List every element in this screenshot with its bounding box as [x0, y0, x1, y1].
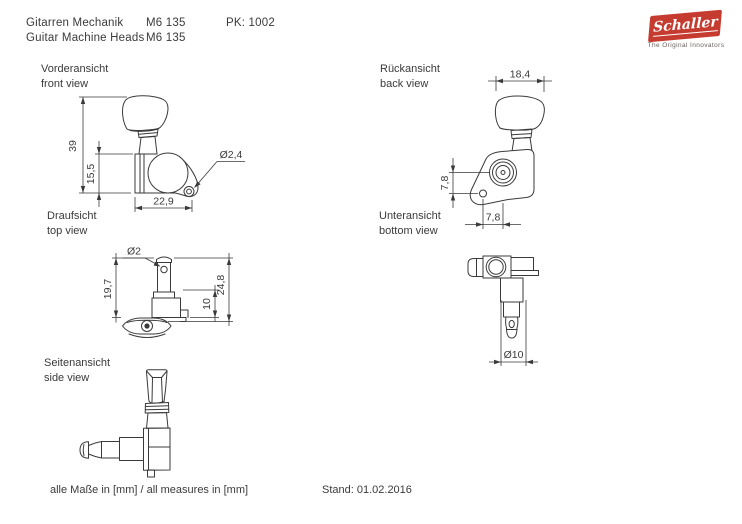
top-string-post: [156, 256, 172, 263]
front-shaft: [137, 128, 159, 138]
bottom-mounting-ear: [467, 258, 484, 277]
title-product-en: Guitar Machine Heads: [26, 32, 145, 44]
front-dim-screw-hole-value: Ø2,4: [220, 149, 243, 161]
bottom-string-hole: [508, 319, 515, 329]
label-back-view: Rückansicht back view: [380, 62, 440, 92]
front-gear-cover: [147, 152, 189, 194]
top-dim-string-hole: Ø2: [123, 246, 161, 267]
front-dim-housing-height-value: 15,5: [85, 164, 97, 185]
bottom-dim-bushing-value: Ø10: [504, 349, 524, 361]
label-top-de: Draufsicht: [47, 210, 97, 222]
label-back-de: Rückansicht: [380, 63, 440, 75]
side-button: [145, 369, 168, 404]
front-dim-housing-height: 15,5: [85, 141, 133, 207]
top-view-drawing: Ø2 19,7 10: [102, 246, 233, 338]
bottom-view-drawing: Ø10: [467, 255, 539, 366]
bottom-bushing: [500, 277, 524, 303]
side-string-post: [119, 437, 144, 461]
front-button-outline: [122, 95, 169, 131]
label-bottom-en: bottom view: [379, 225, 438, 237]
label-side-en: side view: [44, 372, 90, 384]
top-dim-housing-depth-value: 10: [201, 298, 213, 310]
label-side-view: Seitenansicht side view: [44, 356, 110, 386]
bottom-bearing-boss: [485, 256, 507, 278]
top-housing: [151, 297, 181, 318]
label-back-en: back view: [380, 78, 429, 90]
logo-tagline: The Original Innovators: [647, 42, 725, 49]
back-dim-button-width: 18,4: [488, 69, 552, 92]
side-housing: [143, 427, 171, 471]
top-string-hole: [160, 265, 168, 274]
front-dim-width-value: 22,9: [153, 196, 174, 208]
label-bottom-view: Unteransicht bottom view: [379, 209, 441, 239]
label-top-en: top view: [47, 225, 88, 237]
label-front-en: front view: [41, 78, 89, 90]
back-screw-hole: [479, 189, 487, 198]
top-dim-total-depth-value: 24,8: [215, 275, 227, 296]
label-side-de: Seitenansicht: [44, 357, 111, 369]
label-top-view: Draufsicht top view: [47, 209, 97, 239]
back-dim-button-width-value: 18,4: [510, 69, 531, 81]
front-dim-width: 22,9: [134, 196, 193, 212]
side-view-drawing: [79, 369, 171, 478]
back-dim-horizontal-offset-value: 7,8: [486, 212, 501, 224]
units-note: alle Maße in [mm] / all measures in [mm]: [50, 484, 249, 496]
title-pk-number: PK: 1002: [226, 17, 275, 29]
front-screw-hole: [183, 186, 195, 197]
label-bottom-de: Unteransicht: [379, 210, 441, 222]
bottom-dim-bushing: Ø10: [489, 300, 538, 366]
front-view-drawing: 39 15,5 22,9 Ø2,4: [67, 95, 245, 212]
front-dim-screw-hole: Ø2,4: [194, 149, 245, 188]
front-dim-total-height-value: 39: [67, 140, 79, 152]
back-housing: [469, 148, 535, 206]
bottom-string-post: [505, 316, 519, 329]
title-model-1: M6 135: [146, 17, 186, 29]
top-dim-post-height-value: 19,7: [102, 279, 114, 300]
top-dim-housing-depth: 10: [183, 285, 219, 322]
label-front-de: Vorderansicht: [41, 63, 109, 75]
title-product-de: Gitarren Mechanik: [26, 17, 124, 29]
bottom-housing: [482, 255, 512, 279]
top-dim-post-height: 19,7: [102, 253, 154, 323]
title-model-2: M6 135: [146, 32, 186, 44]
back-dim-vertical-offset: 7,8: [439, 158, 490, 208]
top-dim-string-hole-value: Ø2: [127, 246, 141, 258]
back-dim-horizontal-offset: 7,8: [465, 199, 521, 229]
top-button-screw: [141, 320, 153, 332]
back-dim-vertical-offset-value: 7,8: [439, 176, 451, 191]
top-dim-total-depth: 24,8: [168, 253, 233, 326]
label-front-view: Vorderansicht front view: [41, 62, 108, 92]
back-view-drawing: 18,4 7,8 7,8: [439, 69, 552, 229]
revision-date: Stand: 01.02.2016: [322, 484, 412, 496]
front-housing: [134, 153, 187, 194]
back-button-outline: [494, 95, 545, 131]
front-dim-total-height: 39: [67, 96, 131, 194]
